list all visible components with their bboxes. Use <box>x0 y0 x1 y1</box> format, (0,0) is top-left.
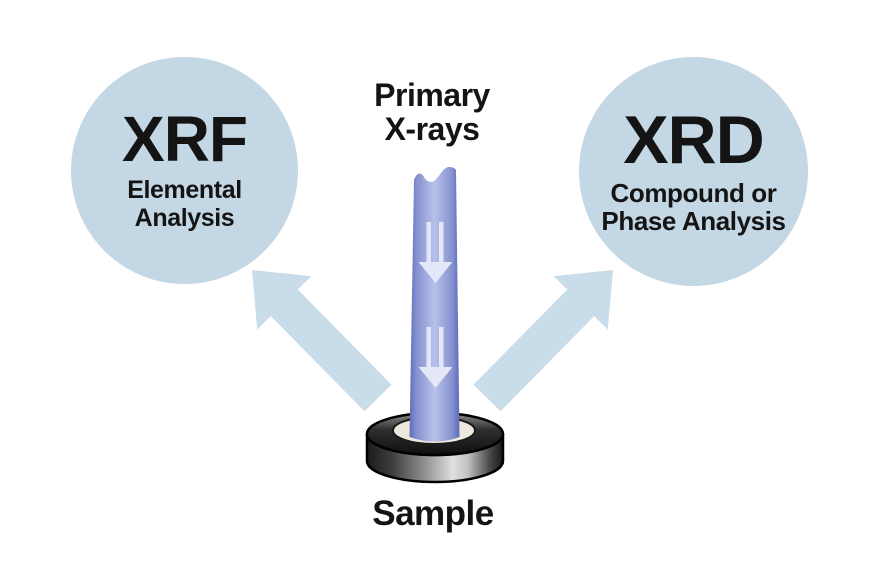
primary-xrays-label: Primary X-rays <box>374 77 490 147</box>
xrd-bubble: XRD Compound or Phase Analysis <box>579 57 808 286</box>
xrf-description: Elemental Analysis <box>127 176 242 233</box>
xrd-description: Compound or Phase Analysis <box>601 178 786 237</box>
xrd-arrow-icon <box>473 270 613 412</box>
xrd-acronym: XRD <box>623 101 765 178</box>
xrf-acronym: XRF <box>122 102 248 175</box>
xrf-arrow-icon <box>252 270 392 412</box>
xray-beam <box>409 167 460 442</box>
xrf-bubble: XRF Elemental Analysis <box>71 57 298 284</box>
sample-label: Sample <box>372 494 494 533</box>
beam-down-arrow-icon <box>418 327 453 388</box>
beam-down-arrow-icon <box>418 222 453 283</box>
